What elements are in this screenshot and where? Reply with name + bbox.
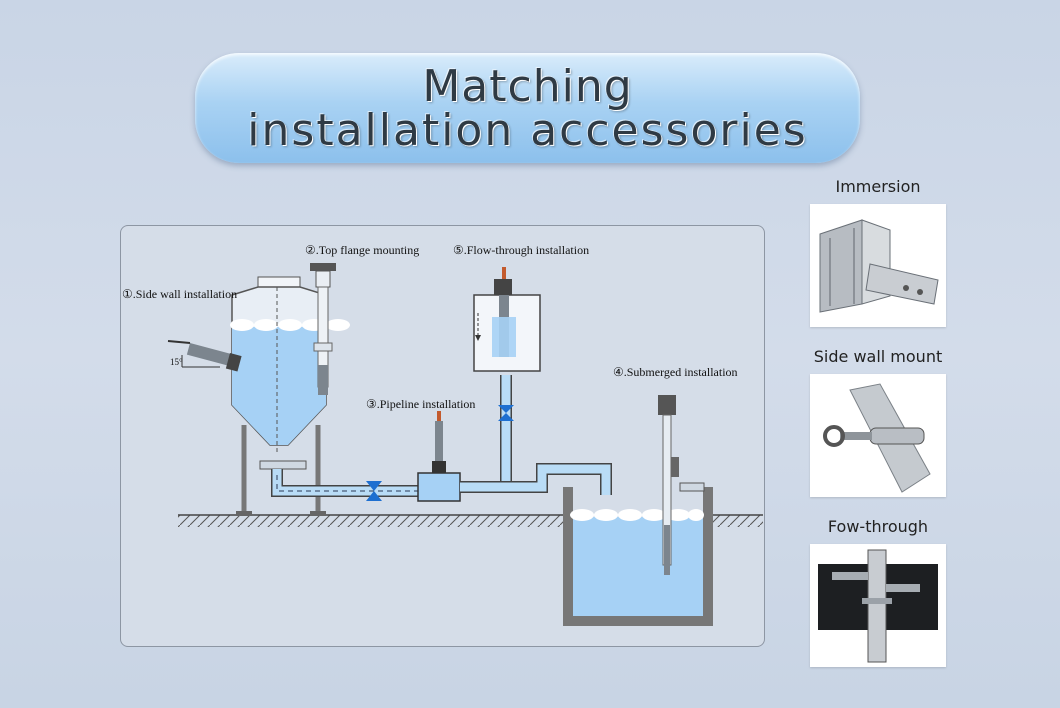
label-side-wall: ①.Side wall installation: [122, 287, 237, 301]
side-wall-sensor: 15°: [167, 340, 242, 372]
flow-through-cell-photo: [810, 544, 946, 667]
angle-label: 15°: [170, 357, 183, 367]
title-line-2: installation accessories: [247, 105, 808, 156]
submerged-sensor: [658, 395, 679, 575]
tank: [230, 276, 350, 516]
pipeline: [271, 375, 612, 502]
flow-through-cell-icon: [818, 549, 938, 663]
label-flow-through: ⑤.Flow-through installation: [453, 243, 589, 257]
flow-through-cell: [473, 267, 541, 372]
title-banner: Matching installation accessories: [195, 53, 860, 163]
label-pipeline: ③.Pipeline installation: [366, 397, 475, 411]
accessory-title-immersion: Immersion: [835, 177, 921, 196]
top-flange-sensor: [310, 263, 336, 395]
immersion-bracket-icon: [819, 219, 939, 313]
immersion-bracket-photo: [810, 204, 946, 327]
side-wall-clamp-icon: [823, 383, 931, 493]
sump-tank: [563, 482, 713, 626]
label-top-flange: ②.Top flange mounting: [305, 243, 419, 257]
accessory-title-side-wall: Side wall mount: [813, 347, 943, 366]
label-submerged: ④.Submerged installation: [613, 365, 738, 379]
accessory-title-flow-through: Fow-through: [827, 517, 929, 536]
title-line-1: Matching: [422, 61, 633, 112]
installation-diagram: 15°: [122, 243, 763, 626]
side-wall-clamp-photo: [810, 374, 946, 497]
